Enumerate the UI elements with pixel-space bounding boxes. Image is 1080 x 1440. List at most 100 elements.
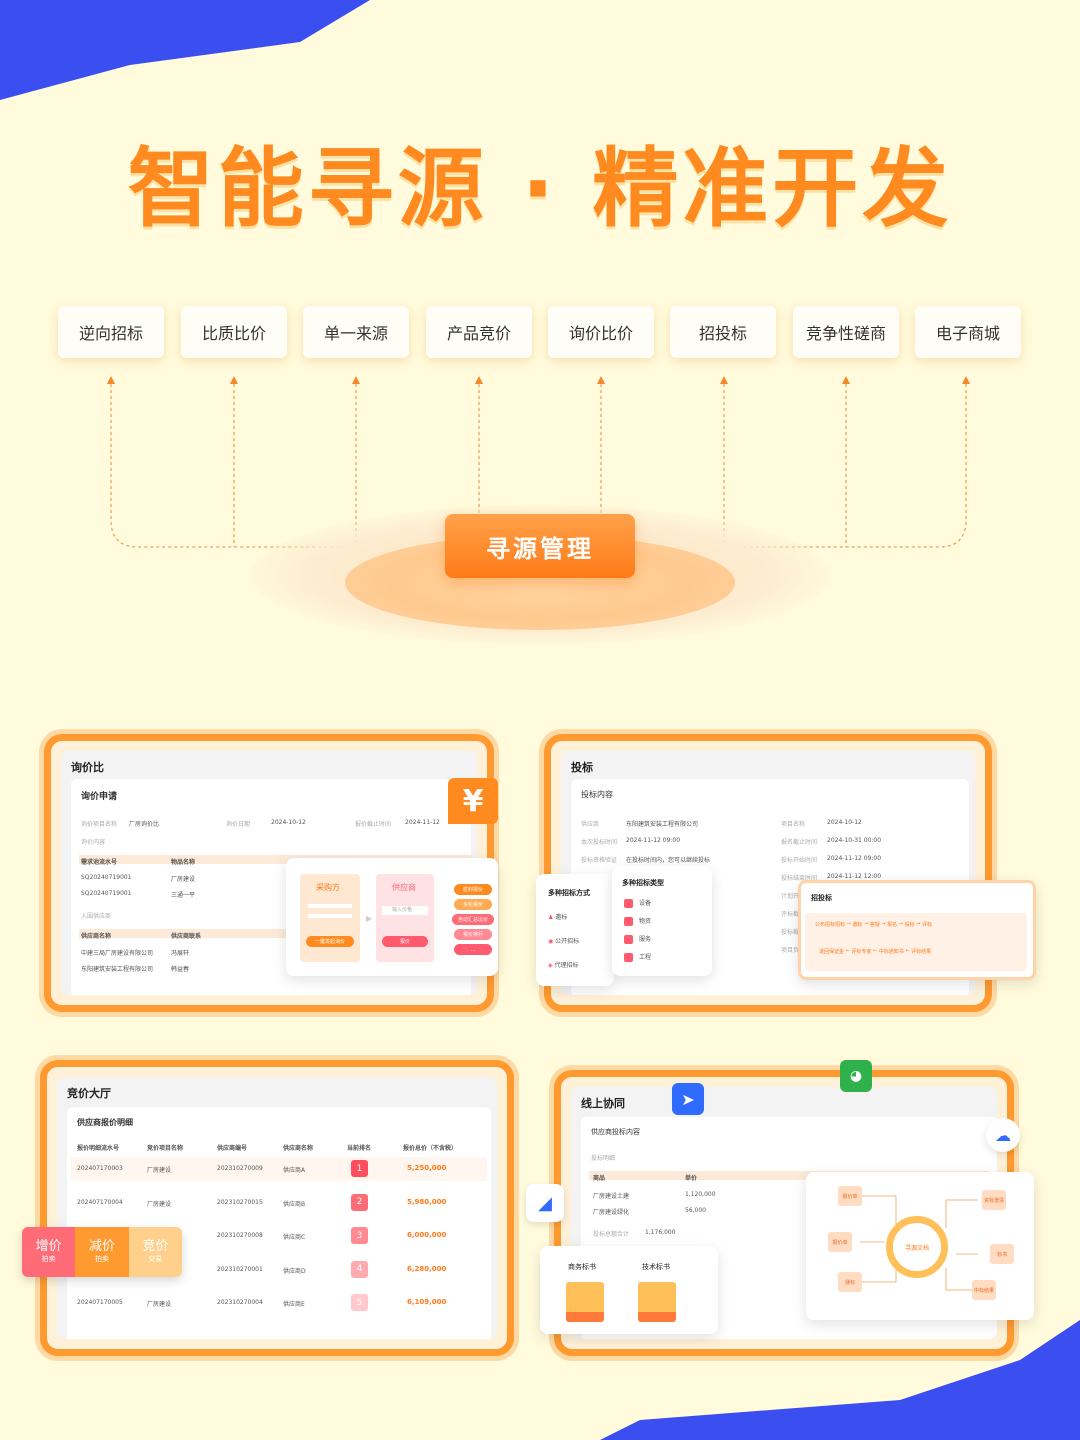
tender-flow-card: 招投标 公布招标招标 → 邀标 → 答疑 → 报名 → 投标 → 评标 退回保证…: [798, 880, 1036, 980]
category-inquiry-compare[interactable]: 询价比价: [548, 306, 654, 358]
category-competitive-negotiation[interactable]: 竞争性磋商: [793, 306, 899, 358]
bottom-right-decoration: [600, 1320, 1080, 1440]
col-header: 供应商名称: [81, 933, 112, 940]
yen-icon: ¥: [448, 778, 498, 824]
category-single-source[interactable]: 单一来源: [303, 306, 409, 358]
type-label: 设备: [639, 900, 652, 907]
feature-pill: 密封报价: [454, 884, 492, 895]
type-checkbox[interactable]: 工程: [624, 952, 651, 962]
auction-panel: 竞价大厅 供应商报价明细 报价明细流水号 竞价项目名称 供应商编号 供应商名称 …: [40, 1060, 514, 1356]
tag-sub: 拍卖: [41, 1255, 56, 1263]
supplier-label: 入围供应商: [81, 913, 112, 920]
type-label: 物资: [639, 918, 652, 925]
chat-bubble-icon[interactable]: ☁: [986, 1118, 1020, 1152]
col-header: 物品名称: [171, 859, 196, 866]
flow-step: 退回保证金: [819, 948, 845, 955]
col-header: 需求池流水号: [81, 859, 118, 866]
field-value: 2024-11-12 09:00: [626, 837, 681, 844]
wechat-icon[interactable]: ◕: [840, 1060, 872, 1092]
bid-total: 6,109,000: [407, 1298, 447, 1306]
feature-pill: 多轮报价: [454, 899, 492, 910]
type-checkbox[interactable]: 物资: [624, 916, 651, 926]
table-cell: 202407170004: [77, 1198, 123, 1206]
method-item: ♟ 邀标: [548, 912, 567, 921]
rank-badge: 5: [351, 1294, 368, 1311]
total-label: 投标总额合计: [593, 1231, 630, 1238]
check-icon: [624, 917, 633, 926]
center-label: 寻源文档: [904, 1244, 929, 1252]
connector-lines: [107, 376, 970, 548]
flow-step: 投标: [904, 921, 915, 928]
table-cell: 供应商A: [283, 1167, 306, 1174]
arrow-icon: ▶: [366, 914, 373, 923]
feishu-icon[interactable]: ➤: [672, 1083, 704, 1115]
flow-step: 公布招标招标: [815, 921, 846, 928]
table-cell: 冯展轩: [171, 950, 190, 957]
sourcing-management-button[interactable]: 寻源管理: [445, 514, 635, 578]
rank-badge: 1: [351, 1160, 368, 1177]
col-header: 供应商联系: [171, 933, 202, 940]
table-cell: 厂房建设土建: [593, 1193, 630, 1200]
doc-node[interactable]: 中标结果: [972, 1280, 996, 1300]
invite-icon: ♟: [548, 914, 554, 921]
table-cell: 供应商D: [283, 1267, 306, 1275]
technical-doc-icon[interactable]: [638, 1282, 676, 1322]
quote-button[interactable]: 报价: [382, 936, 428, 947]
business-doc-icon[interactable]: [566, 1282, 604, 1322]
initiate-inquiry-button[interactable]: 一键发起询价: [306, 936, 354, 947]
flow-step: 中标通知书: [878, 948, 904, 955]
content-label: 询价内容: [81, 839, 106, 846]
category-reverse-tender[interactable]: 逆向招标: [58, 306, 164, 358]
field-label: 投标资格验证: [581, 857, 618, 864]
collab-panel-title: 线上协同: [581, 1097, 625, 1110]
inquiry-popup: 采购方 一键发起询价 ▶ 供应商 输入价格 报价 密封报价 多轮报价 自动汇总比…: [286, 858, 498, 976]
tag-decrease[interactable]: 减价 拍卖: [75, 1227, 129, 1277]
flow-step: 报名: [887, 921, 898, 928]
type-checkbox[interactable]: 设备: [624, 898, 651, 908]
field-value: 东阳建筑安装工程有限公司: [626, 821, 699, 828]
field-label: 评标截: [781, 911, 800, 918]
price-input[interactable]: 输入价格: [382, 906, 428, 915]
tag-bidding[interactable]: 竞价 交易: [128, 1227, 182, 1277]
table-row-highlight: [71, 1157, 487, 1181]
category-tender[interactable]: 招投标: [670, 306, 776, 358]
app-logo-icon[interactable]: ◢: [526, 1184, 564, 1222]
total-value: 1,176,000: [645, 1229, 676, 1236]
doc-node[interactable]: 资标澄清: [982, 1190, 1006, 1210]
rank-badge: 4: [351, 1260, 368, 1278]
category-e-mall[interactable]: 电子商城: [915, 306, 1021, 358]
bidding-panel-title: 投标: [571, 761, 593, 774]
detail-label: 投标明细: [591, 1155, 616, 1162]
tag-sub: 拍卖: [94, 1255, 109, 1263]
doc-network-card: 寻源文档 报价单 报价单 通标 资标澄清 标书 中标结果: [806, 1172, 1034, 1320]
category-quality-price[interactable]: 比质比价: [181, 306, 287, 358]
method-item: ◉ 公开招标: [548, 936, 579, 945]
doc-node[interactable]: 报价单: [828, 1232, 852, 1252]
field-value: 2024-11-12: [405, 819, 440, 826]
table-header-bar: [589, 1171, 989, 1180]
col-header: 报价明细流水号: [77, 1145, 120, 1152]
col-header: 报价总价（不含税）: [403, 1145, 458, 1152]
methods-title: 多种招标方式: [548, 889, 590, 897]
page-title: 智能寻源 · 精准开发: [127, 139, 953, 239]
network-lines: [860, 1195, 978, 1291]
bid-total: 6,000,000: [407, 1231, 447, 1239]
col-header: 供应商编号: [217, 1145, 248, 1152]
doc-node[interactable]: 通标: [838, 1272, 862, 1292]
inquiry-panel-title: 询价比: [71, 761, 104, 774]
table-cell: 202310270004: [217, 1299, 263, 1306]
doc-node[interactable]: 报价单: [838, 1186, 862, 1206]
category-product-bidding[interactable]: 产品竞价: [426, 306, 532, 358]
table-cell: 韩益春: [171, 966, 190, 973]
type-checkbox[interactable]: 服务: [624, 934, 651, 944]
flow-step: 答疑: [869, 921, 880, 928]
field-label: 询价项目名称: [81, 821, 118, 828]
table-cell: 202310270015: [217, 1198, 263, 1206]
types-title: 多种招标类型: [622, 879, 664, 887]
supplier-box-label: 供应商: [392, 883, 416, 892]
field-label: 投标开始时间: [781, 857, 818, 864]
type-label: 工程: [639, 954, 652, 961]
doc-node[interactable]: 标书: [990, 1244, 1014, 1264]
table-cell: SQ20240719001: [81, 890, 132, 897]
tag-increase[interactable]: 增价 拍卖: [22, 1227, 76, 1277]
